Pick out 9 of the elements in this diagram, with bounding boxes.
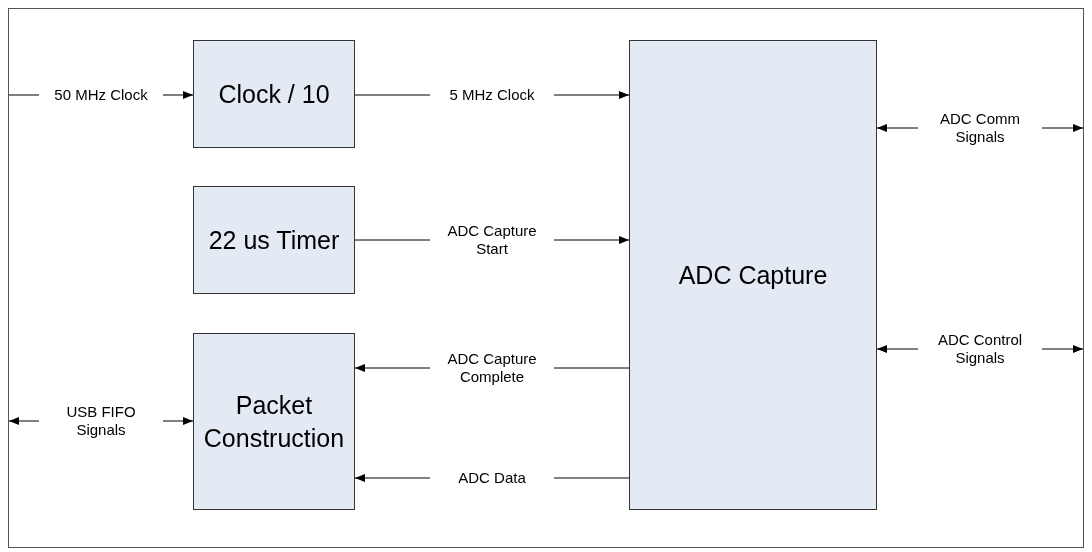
process-box — [629, 40, 877, 510]
edge-label: ADC Control Signals — [918, 331, 1042, 367]
box-label: 22 us Timer — [208, 224, 340, 256]
box-label: ADC Capture — [678, 259, 828, 291]
process-box — [193, 40, 355, 148]
process-box — [193, 186, 355, 294]
process-box — [193, 333, 355, 510]
box-label: Packet Construction — [202, 390, 346, 454]
box-label: Clock / 10 — [218, 78, 330, 110]
